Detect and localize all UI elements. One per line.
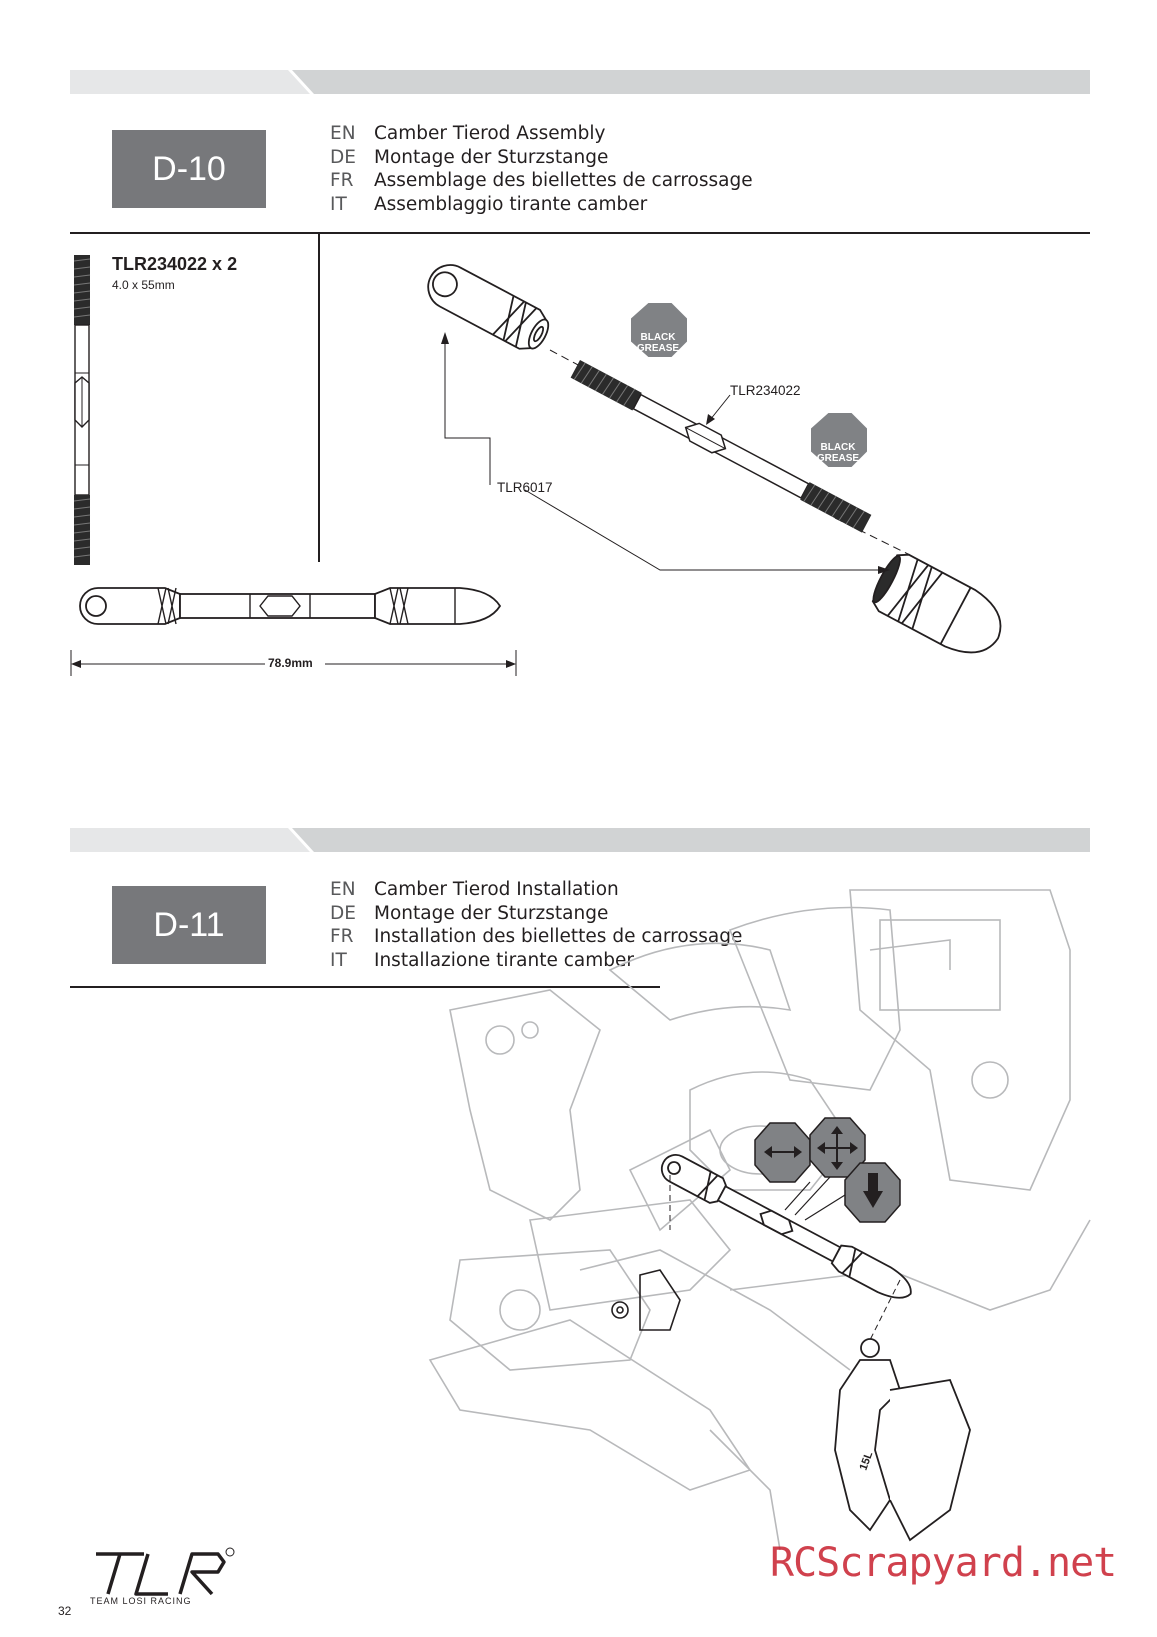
title-text: Assemblaggio tirante camber bbox=[374, 193, 648, 215]
chassis-installation-drawing bbox=[428, 889, 1091, 1551]
step-title-list-d10: EN Camber Tierod Assembly DE Montage der S… bbox=[330, 122, 753, 216]
lang-code: DE bbox=[330, 146, 356, 168]
part-name: TLR234022 x 2 bbox=[112, 254, 238, 274]
assembled-tierod-drawing bbox=[79, 587, 502, 625]
step-number-d10: D-10 bbox=[112, 130, 266, 208]
lang-code: EN bbox=[330, 123, 356, 144]
rod-end-part-callout: TLR6017 bbox=[497, 480, 553, 495]
lang-code: IT bbox=[330, 193, 347, 215]
title-text: Assemblage des biellettes de carrossage bbox=[374, 170, 753, 191]
lang-code: IT bbox=[330, 949, 347, 971]
title-row-de: DE Montage der Sturzstange bbox=[330, 902, 742, 926]
exploded-tierod-assembly-drawing bbox=[427, 264, 1002, 654]
title-text: Installation des biellettes de carrossag… bbox=[374, 926, 743, 947]
parts-panel-divider bbox=[318, 232, 320, 562]
title-text: Camber Tierod Installation bbox=[374, 879, 619, 900]
title-text: Montage der Sturzstange bbox=[374, 902, 609, 924]
title-row-it: IT Installazione tirante camber bbox=[330, 949, 742, 973]
title-text: Montage der Sturzstange bbox=[374, 146, 609, 168]
lang-code: DE bbox=[330, 902, 356, 924]
title-row-de: DE Montage der Sturzstange bbox=[330, 146, 753, 170]
title-row-en: EN Camber Tierod Installation bbox=[330, 878, 742, 902]
section-header-band-d10 bbox=[70, 70, 1090, 94]
title-row-en: EN Camber Tierod Assembly bbox=[330, 122, 753, 146]
lang-code: FR bbox=[330, 170, 354, 191]
watermark: RCScrapyard.net bbox=[770, 1540, 1117, 1586]
logo-tagline: TEAM LOSI RACING bbox=[90, 1596, 192, 1606]
black-grease-badge: BLACK GREASE bbox=[636, 332, 680, 354]
rod-part-callout: TLR234022 bbox=[730, 383, 801, 398]
black-grease-badge: BLACK GREASE bbox=[816, 442, 860, 464]
tlr-logo: TEAM LOSI RACING bbox=[88, 1546, 238, 1606]
title-text: Installazione tirante camber bbox=[374, 949, 635, 971]
title-row-fr: FR Installation des biellettes de carross… bbox=[330, 925, 742, 949]
step-title-list-d11: EN Camber Tierod Installation DE Montage d… bbox=[330, 878, 742, 972]
part-size: 4.0 x 55mm bbox=[112, 278, 175, 292]
title-row-fr: FR Assemblage des biellettes de carrossag… bbox=[330, 169, 753, 193]
section-header-band-d11 bbox=[70, 828, 1090, 852]
length-dimension-label: 78.9mm bbox=[268, 656, 313, 670]
divider-line bbox=[70, 232, 1090, 234]
turnbuckle-actual-size-drawing bbox=[73, 255, 91, 565]
divider-line bbox=[70, 986, 660, 988]
lang-code: FR bbox=[330, 926, 354, 947]
page-number: 32 bbox=[58, 1604, 72, 1618]
lang-code: EN bbox=[330, 879, 356, 900]
length-dimension-line bbox=[70, 650, 517, 676]
step-number-d11: D-11 bbox=[112, 886, 266, 964]
title-row-it: IT Assemblaggio tirante camber bbox=[330, 193, 753, 217]
title-text: Camber Tierod Assembly bbox=[374, 123, 606, 144]
